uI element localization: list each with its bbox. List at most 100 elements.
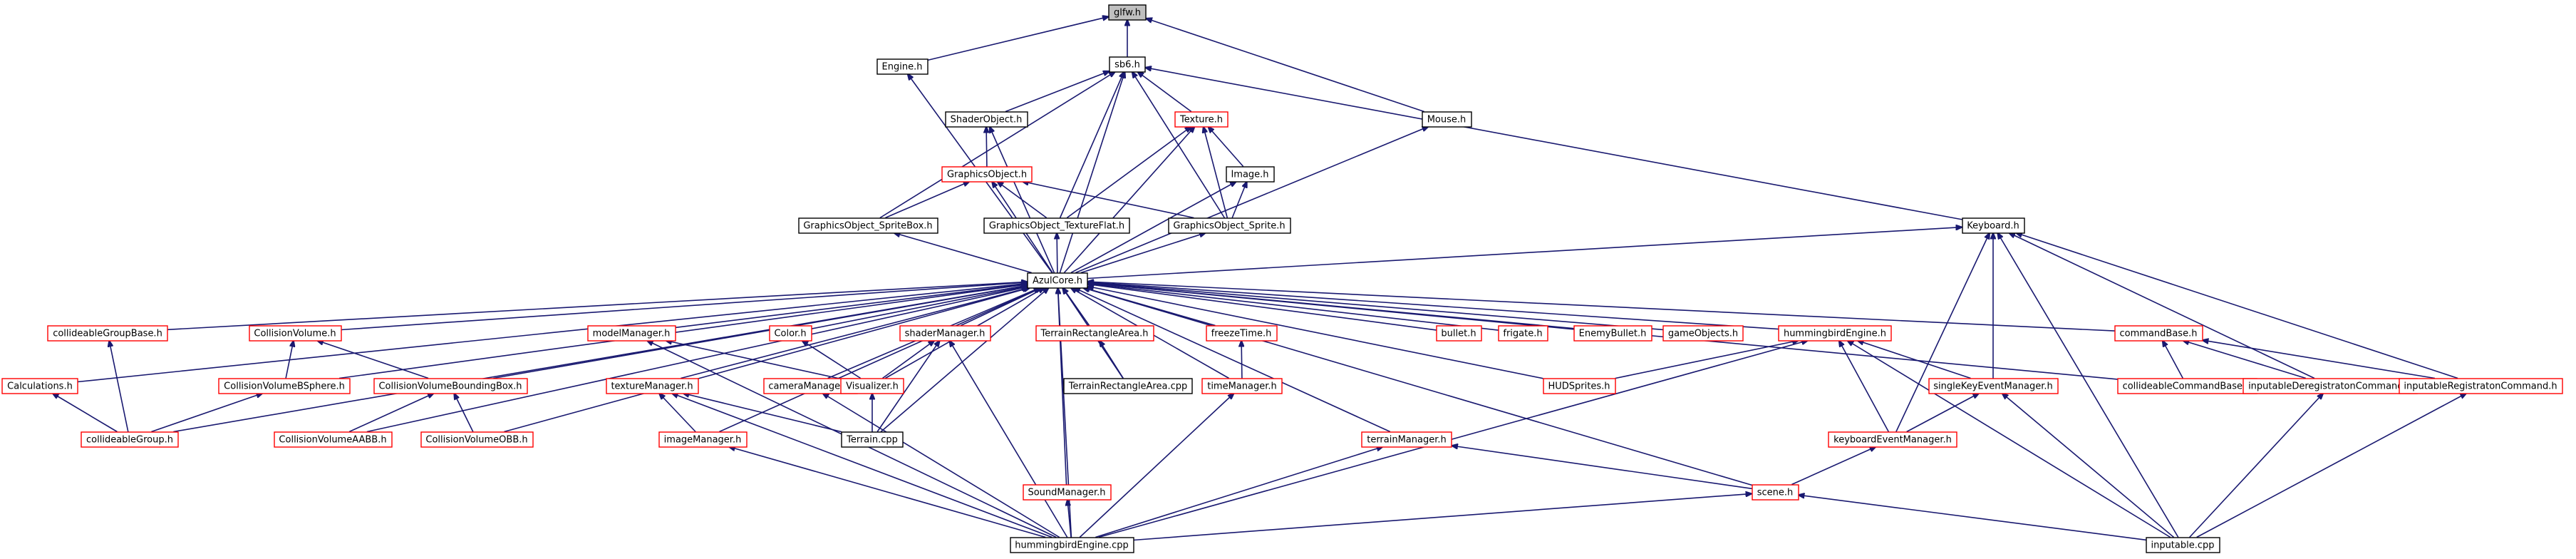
node-go-textureflat[interactable]: GraphicsObject_TextureFlat.h [983, 217, 1130, 234]
node-sb6[interactable]: sb6.h [1109, 56, 1146, 73]
node-scene[interactable]: scene.h [1752, 484, 1799, 501]
edge-imagemgr-to-azulcore [719, 288, 1040, 433]
edge-visualizer-to-color [802, 341, 862, 379]
node-shaderobj[interactable]: ShaderObject.h [945, 111, 1028, 128]
node-visualizer[interactable]: Visualizer.h [840, 378, 904, 394]
node-label: SoundManager.h [1028, 488, 1105, 498]
node-label: CollisionVolumeBoundingBox.h [378, 381, 522, 392]
node-collgroup[interactable]: collideableGroup.h [81, 431, 179, 448]
edge-visualizer-to-shadermgr [882, 341, 935, 379]
node-hudsprites[interactable]: HUDSprites.h [1543, 378, 1616, 394]
node-texture[interactable]: Texture.h [1174, 111, 1228, 128]
node-collvolbsphere[interactable]: CollisionVolumeBSphere.h [218, 378, 351, 394]
edge-inputable-cpp-to-hbengine-h [1847, 341, 2171, 538]
node-graphicsobj[interactable]: GraphicsObject.h [941, 166, 1033, 183]
node-calculations[interactable]: Calculations.h [1, 378, 78, 394]
node-collcmdbase[interactable]: collideableCommandBase.h [2117, 378, 2257, 394]
node-modelmgr[interactable]: modelManager.h [587, 325, 676, 342]
node-image[interactable]: Image.h [1226, 166, 1275, 183]
node-box [2146, 537, 2220, 553]
node-hbengine-h[interactable]: hummingbirdEngine.h [1778, 325, 1892, 342]
node-label: AzulCore.h [1033, 276, 1082, 287]
edge-imagemgr-to-texturemgr [659, 394, 696, 433]
node-collgroupbase[interactable]: collideableGroupBase.h [47, 325, 168, 342]
node-imagemgr[interactable]: imageManager.h [658, 431, 748, 448]
node-commandbase[interactable]: commandBase.h [2114, 325, 2203, 342]
node-label: imageManager.h [664, 435, 742, 446]
edge-collgroupbase-to-azulcore [167, 282, 1028, 331]
node-color[interactable]: Color.h [769, 325, 812, 342]
node-go-spritebox[interactable]: GraphicsObject_SpriteBox.h [798, 217, 938, 234]
node-box [373, 378, 528, 394]
node-label: Mouse.h [1427, 115, 1467, 125]
node-collvolobb[interactable]: CollisionVolumeOBB.h [420, 431, 534, 448]
node-box [658, 431, 748, 448]
node-keyboard[interactable]: Keyboard.h [1962, 217, 2025, 234]
node-box [1206, 325, 1278, 342]
edge-hbengine-cpp-to-texturemgr [672, 394, 1052, 538]
edge-collvolbbox-to-collvolume [317, 341, 429, 379]
node-shadermgr[interactable]: shaderManager.h [899, 325, 991, 342]
node-soundmgr[interactable]: SoundManager.h [1023, 484, 1112, 501]
node-terrain-cpp[interactable]: Terrain.cpp [841, 431, 904, 448]
node-label: GraphicsObject.h [947, 170, 1027, 180]
node-box [1023, 484, 1112, 501]
node-frigate[interactable]: frigate.h [1498, 325, 1548, 342]
node-hbengine-cpp[interactable]: hummingbirdEngine.cpp [1010, 537, 1134, 553]
node-terrainrectarea-cpp[interactable]: TerrainRectangleArea.cpp [1063, 378, 1193, 394]
node-cameramgr[interactable]: cameraManager.h [763, 378, 858, 394]
node-singlekey[interactable]: singleKeyEventManager.h [1928, 378, 2059, 394]
node-inputable-cpp[interactable]: inputable.cpp [2146, 537, 2220, 553]
edge-keyboardevt-to-hbengine-h [1839, 341, 1890, 432]
node-terrainrectarea-h[interactable]: TerrainRectangleArea.h [1035, 325, 1154, 342]
node-timemgr[interactable]: timeManager.h [1201, 378, 1283, 394]
node-label: terrainManager.h [1367, 435, 1447, 446]
node-azulcore[interactable]: AzulCore.h [1027, 272, 1088, 289]
node-go-sprite[interactable]: GraphicsObject_Sprite.h [1168, 217, 1291, 234]
node-box [274, 431, 393, 448]
node-collvolbbox[interactable]: CollisionVolumeBoundingBox.h [373, 378, 528, 394]
node-glfw[interactable]: glfw.h [1108, 4, 1147, 21]
node-freezetime[interactable]: freezeTime.h [1206, 325, 1278, 342]
edge-inputable-cpp-to-inputdereg [2189, 394, 2324, 538]
node-label: collideableCommandBase.h [2123, 381, 2252, 392]
edge-inputable-cpp-to-singlekey [2002, 394, 2175, 538]
node-inputreg[interactable]: inputableRegistratonCommand.h [2399, 378, 2563, 394]
node-box [1027, 272, 1088, 289]
edge-collvolobb-to-azulcore [504, 288, 1030, 433]
node-gameobjects[interactable]: gameObjects.h [1662, 325, 1744, 342]
edge-hbengine-cpp-to-shadermgr [949, 341, 1068, 538]
edge-azulcore-to-texture [1063, 127, 1194, 274]
node-inputdereg[interactable]: inputableDeregistratonCommand.h [2243, 378, 2418, 394]
node-enemybullet[interactable]: EnemyBullet.h [1573, 325, 1652, 342]
edge-go-textureflat-to-graphicsobj [997, 182, 1048, 219]
node-label: TerrainRectangleArea.h [1040, 329, 1148, 339]
edge-hbengine-cpp-to-terrainmgr [1095, 447, 1382, 538]
node-mouse[interactable]: Mouse.h [1422, 111, 1472, 128]
node-label: Color.h [774, 329, 806, 339]
node-label: frigate.h [1503, 329, 1542, 339]
node-box [1436, 325, 1482, 342]
node-texturemgr[interactable]: textureManager.h [606, 378, 699, 394]
edge-scene-to-azulcore [1083, 288, 1752, 486]
node-label: GraphicsObject_TextureFlat.h [989, 221, 1124, 232]
node-label: timeManager.h [1207, 381, 1277, 392]
node-label: Image.h [1231, 170, 1268, 180]
edge-azulcore-to-keyboard [1087, 227, 1962, 280]
edge-go-textureflat-to-texture [1066, 127, 1191, 219]
edge-collvolaabb-to-collvolbbox [348, 394, 434, 433]
node-collvolume[interactable]: CollisionVolume.h [249, 325, 342, 342]
node-bullet[interactable]: bullet.h [1436, 325, 1482, 342]
node-label: bullet.h [1441, 329, 1476, 339]
edge-terrain-cpp-to-azulcore [880, 288, 1049, 433]
node-terrainmgr[interactable]: terrainManager.h [1361, 431, 1452, 448]
node-box [1226, 166, 1275, 183]
node-box [1, 378, 78, 394]
node-engine[interactable]: Engine.h [876, 58, 929, 75]
node-box [1035, 325, 1154, 342]
edge-inputable-cpp-to-keyboard [1997, 233, 2179, 538]
node-box [1361, 431, 1452, 448]
node-collvolaabb[interactable]: CollisionVolumeAABB.h [274, 431, 393, 448]
node-box [840, 378, 904, 394]
node-keyboardevt[interactable]: keyboardEventManager.h [1828, 431, 1957, 448]
